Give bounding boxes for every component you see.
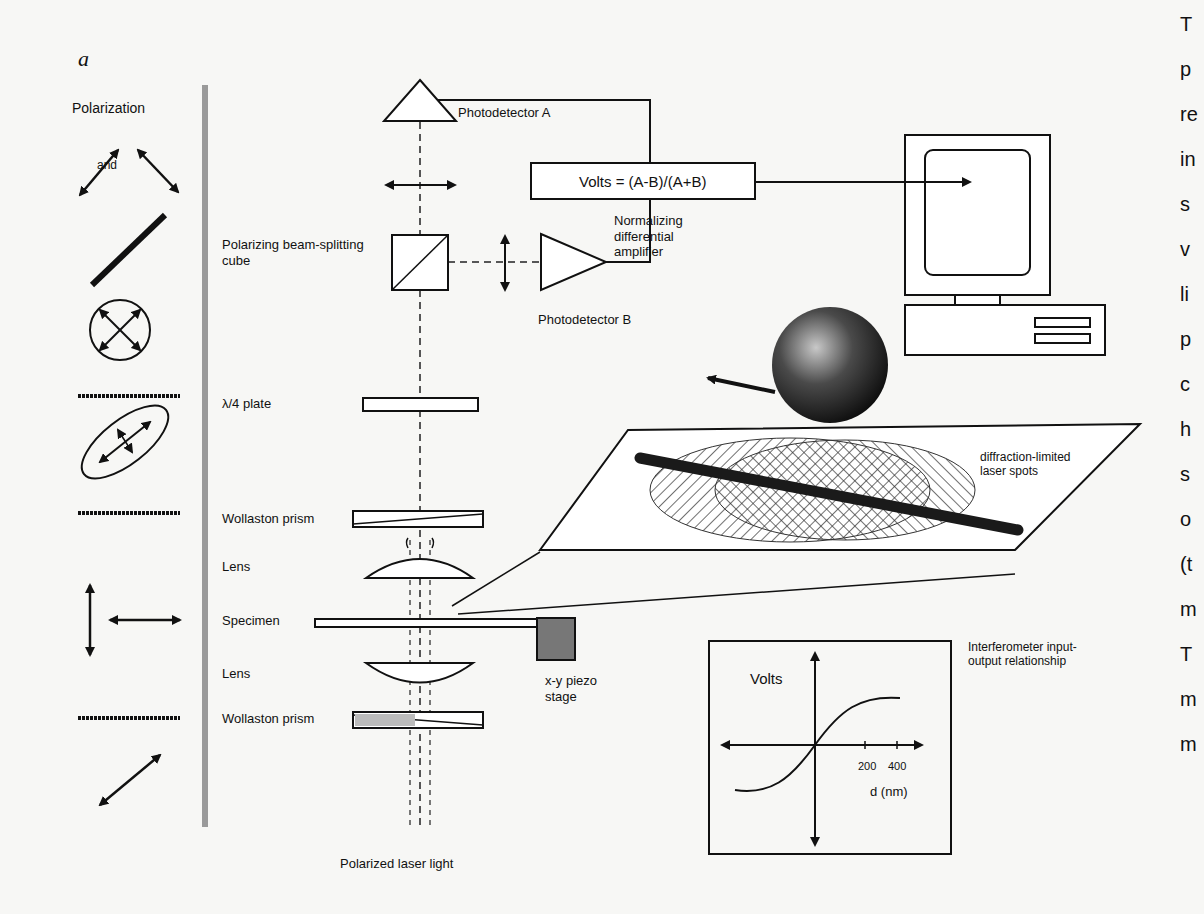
polarization-arrow <box>504 236 506 290</box>
part-label: Normalizing differential amplifier <box>614 213 724 260</box>
beam-path <box>448 261 540 263</box>
cropped-text: T <box>1180 642 1192 666</box>
bead <box>772 307 888 423</box>
cropped-text: h <box>1180 417 1191 441</box>
part-label: Wollaston prism <box>222 711 314 727</box>
cropped-text: in <box>1180 147 1196 171</box>
cropped-text: c <box>1180 372 1190 396</box>
formula-text: Volts = (A-B)/(A+B) <box>579 173 707 190</box>
part-label: Specimen <box>222 613 280 629</box>
cropped-text: re <box>1180 102 1198 126</box>
polarization-symbols <box>70 150 180 805</box>
response-graph <box>722 653 922 845</box>
lens <box>366 663 473 683</box>
beam-splitting-cube <box>392 235 448 290</box>
microtubule <box>640 458 1018 530</box>
lens <box>366 559 473 578</box>
beam-path <box>409 540 410 830</box>
specimen-plane <box>540 424 1140 550</box>
cropped-text: v <box>1180 237 1190 261</box>
part-label: λ/4 plate <box>222 396 271 412</box>
part-label: Polarizing beam-splitting cube <box>222 237 387 268</box>
cropped-text: p <box>1180 327 1191 351</box>
photodetector-symbol <box>541 234 606 290</box>
cropped-text: m <box>1180 597 1197 621</box>
zoom-line <box>452 552 540 606</box>
part-label: Wollaston prism <box>222 511 314 527</box>
signal-arrow <box>756 181 970 183</box>
polarization-arrow <box>386 184 455 186</box>
computer-icon <box>905 135 1105 355</box>
tick-label: 400 <box>888 760 906 772</box>
cropped-text: s <box>1180 462 1190 486</box>
part-label: x-y piezo stage <box>545 673 630 704</box>
part-label: Photodetector B <box>538 312 631 328</box>
axis-label: Volts <box>750 670 783 687</box>
cropped-text: (t <box>1180 552 1192 576</box>
cropped-text: m <box>1180 732 1197 756</box>
graph-frame: Volts 200 400 d (nm) <box>708 640 952 855</box>
part-label: diffraction-limited laser spots <box>978 449 1082 480</box>
part-label: and <box>97 158 117 172</box>
cropped-text: s <box>1180 192 1190 216</box>
part-label: Lens <box>222 666 250 682</box>
part-label: Interferometer input-output relationship <box>968 640 1086 669</box>
separator-bar <box>202 85 208 827</box>
part-label: Photodetector A <box>458 105 551 121</box>
cropped-text: p <box>1180 57 1191 81</box>
motion-arrow <box>708 378 775 392</box>
beam-splitting-cube <box>392 235 448 290</box>
axis-label: d (nm) <box>870 784 908 799</box>
formula-box: Volts = (A-B)/(A+B) <box>530 162 756 200</box>
waveplate <box>363 398 478 411</box>
part-label: Polarized laser light <box>340 856 453 872</box>
piezo-stage <box>537 618 575 660</box>
beam-path <box>429 540 430 830</box>
tick-label: 200 <box>858 760 876 772</box>
zoom-line <box>458 574 1015 614</box>
laser-spot <box>715 440 975 540</box>
part-label: Polarization <box>72 100 145 117</box>
cropped-text: m <box>1180 687 1197 711</box>
wire <box>438 100 650 162</box>
cropped-text: o <box>1180 507 1191 531</box>
part-label: Lens <box>222 559 250 575</box>
cropped-text: li <box>1180 282 1189 306</box>
specimen-slide <box>315 619 540 627</box>
panel-letter: a <box>78 46 89 72</box>
cropped-text: T <box>1180 12 1192 36</box>
